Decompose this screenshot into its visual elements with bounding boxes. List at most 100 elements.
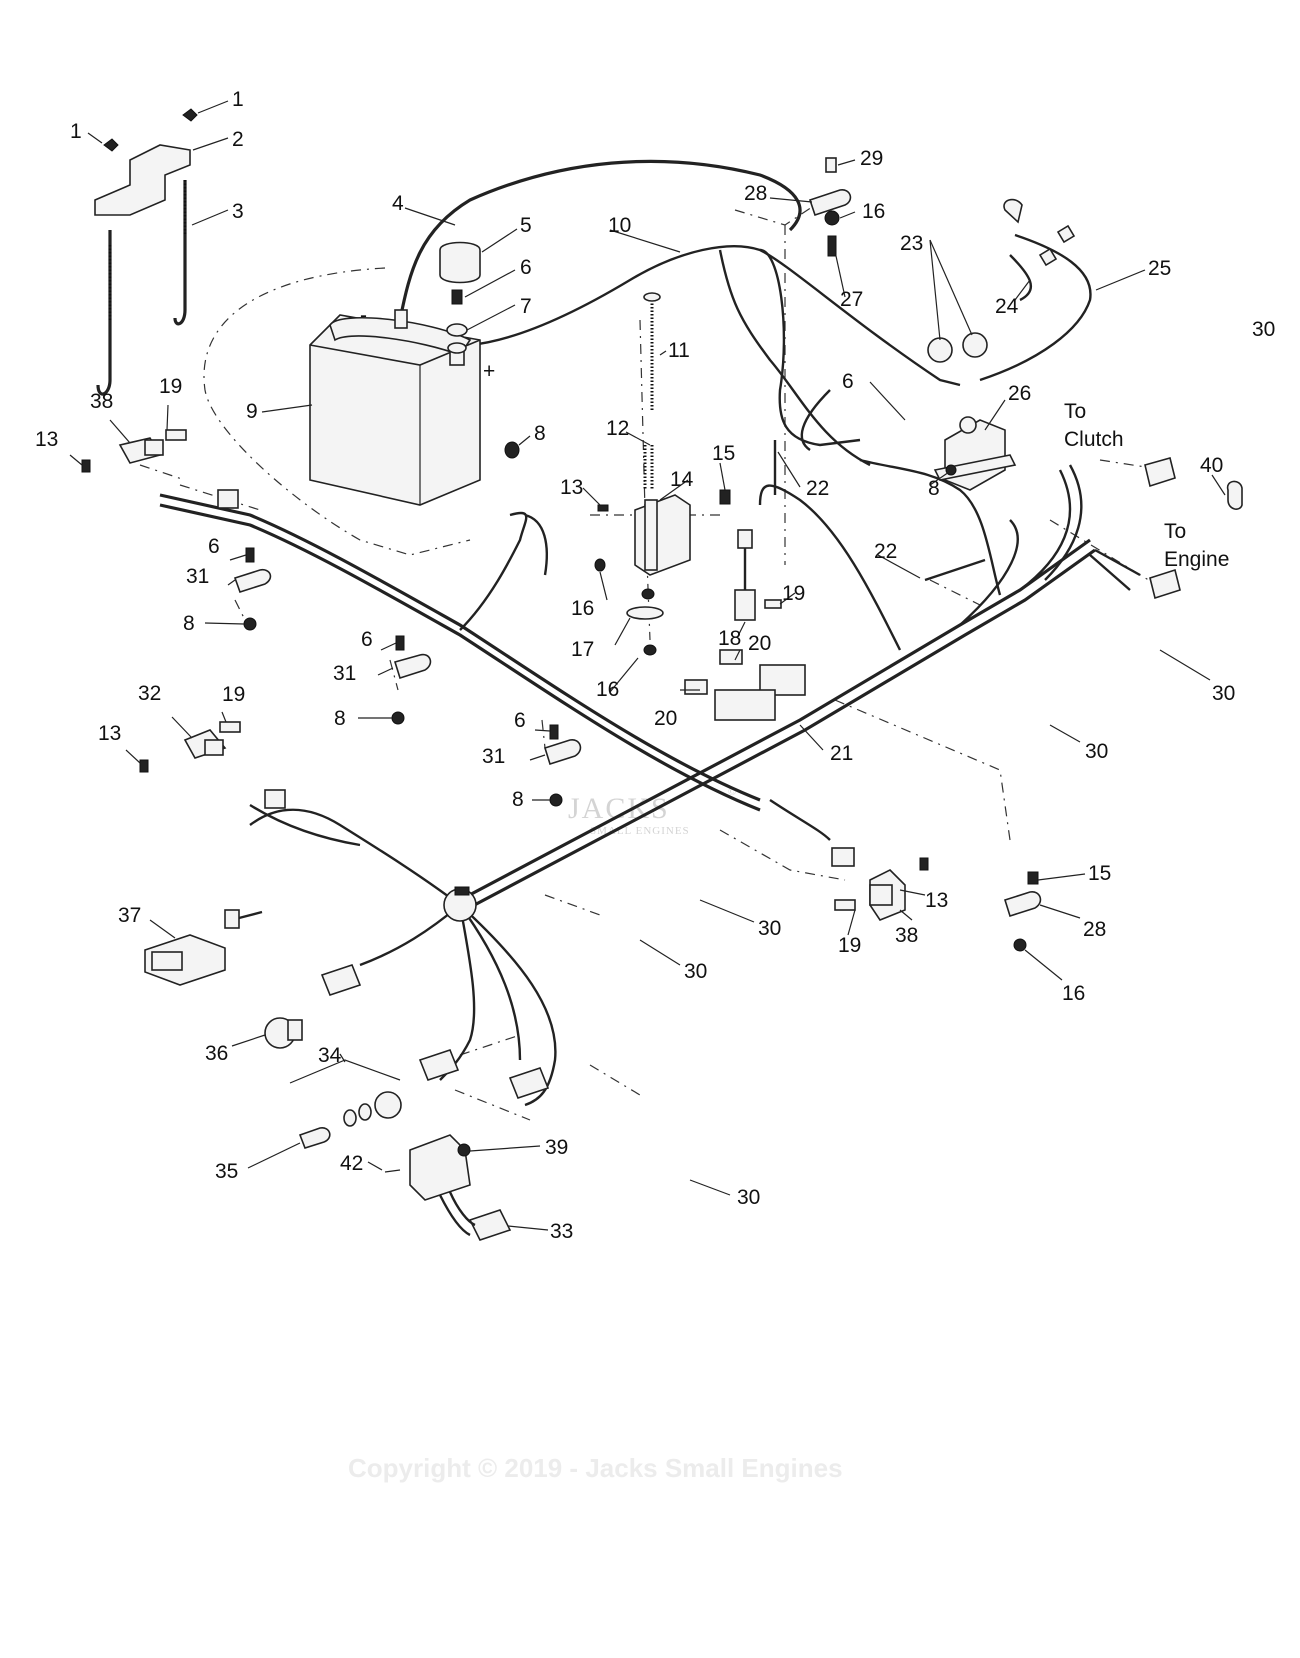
battery-positive-mark: +	[483, 360, 495, 383]
callout-36: 36	[205, 1042, 228, 1065]
callout-16: 16	[571, 597, 594, 620]
ignition-switch	[289, 1059, 402, 1149]
callout-20: 20	[748, 632, 771, 655]
callout-8: 8	[334, 707, 346, 730]
direction-labels: To Clutch To Engine	[1064, 400, 1229, 571]
callout-19: 19	[782, 582, 805, 605]
terminal-hardware	[439, 241, 520, 459]
callout-18: 18	[718, 627, 741, 650]
callout-9: 9	[246, 400, 258, 423]
callout-30: 30	[684, 960, 707, 983]
to-engine-label-line1: To	[1164, 520, 1186, 543]
callout-29: 29	[860, 147, 883, 170]
callout-6: 6	[361, 628, 373, 651]
callout-10: 10	[608, 214, 631, 237]
right-switch	[831, 847, 929, 921]
to-engine-label-line2: Engine	[1164, 548, 1229, 571]
callout-40: 40	[1200, 454, 1223, 477]
callout-11: 11	[668, 339, 690, 362]
callout-6: 6	[842, 370, 854, 393]
callout-2: 2	[232, 128, 244, 151]
footer-copyright: Copyright © 2019 - Jacks Small Engines	[348, 1453, 843, 1483]
harness-connectors	[320, 964, 550, 1099]
callout-19: 19	[222, 683, 245, 706]
callout-15: 15	[712, 442, 735, 465]
battery-negative-mark: -	[360, 304, 367, 327]
to-clutch-label-line2: Clutch	[1064, 428, 1124, 451]
callout-14: 14	[670, 468, 694, 491]
callout-6: 6	[208, 535, 220, 558]
callout-20: 20	[654, 707, 677, 730]
callout-13: 13	[925, 889, 948, 912]
callout-23: 23	[900, 232, 923, 255]
battery-hold-down-bracket	[94, 108, 198, 216]
engine-connectors	[1144, 457, 1243, 600]
callout-31: 31	[186, 565, 209, 588]
seat-switch-assembly	[594, 292, 731, 656]
callout-19: 19	[159, 375, 182, 398]
callout-30: 30	[758, 917, 781, 940]
seat-switch	[734, 529, 782, 621]
voltage-regulator	[384, 1134, 512, 1241]
callout-25: 25	[1148, 257, 1171, 280]
callout-16: 16	[1062, 982, 1085, 1005]
callout-17: 17	[571, 638, 594, 661]
cable-clamps	[233, 547, 1042, 952]
callout-21: 21	[830, 742, 853, 765]
callout-19: 19	[838, 934, 861, 957]
callout-32: 32	[138, 682, 161, 705]
callout-numbers: 1 1 2 3 4 5 6 7 9 8 10 11 12 13 14 15 16…	[35, 88, 1275, 1243]
callout-34: 34	[318, 1044, 342, 1067]
callout-22: 22	[806, 477, 829, 500]
terminal-boots	[927, 198, 1076, 363]
callout-30: 30	[1212, 682, 1235, 705]
callout-27: 27	[840, 288, 863, 311]
callout-15: 15	[1088, 862, 1111, 885]
callout-3: 3	[232, 200, 244, 223]
callout-24: 24	[995, 295, 1019, 318]
callout-39: 39	[545, 1136, 568, 1159]
callout-4: 4	[392, 192, 404, 215]
callout-38: 38	[895, 924, 918, 947]
callout-28: 28	[1083, 918, 1106, 941]
watermark-copyright-mark: ©	[728, 786, 737, 798]
left-switch-upper	[81, 429, 239, 509]
starter-solenoid	[933, 416, 1017, 491]
callout-5: 5	[520, 214, 532, 237]
callout-38: 38	[90, 390, 113, 413]
callout-13: 13	[35, 428, 58, 451]
callout-1: 1	[70, 120, 82, 143]
battery: - +	[309, 304, 495, 506]
callout-7: 7	[520, 295, 532, 318]
callout-1: 1	[232, 88, 244, 111]
watermark-tagline: SMALL ENGINES	[590, 825, 690, 837]
to-clutch-label-line1: To	[1064, 400, 1086, 423]
relay-plugs	[684, 649, 806, 721]
callout-8: 8	[512, 788, 524, 811]
callout-30: 30	[1252, 318, 1275, 341]
callout-37: 37	[118, 904, 141, 927]
indicator-light	[264, 1017, 303, 1049]
callout-33: 33	[550, 1220, 573, 1243]
callout-31: 31	[482, 745, 505, 768]
callout-8: 8	[183, 612, 195, 635]
callout-13: 13	[98, 722, 121, 745]
callout-6: 6	[520, 256, 532, 279]
left-switch-lower	[139, 721, 286, 809]
callout-16: 16	[596, 678, 619, 701]
callout-30: 30	[737, 1186, 760, 1209]
hour-meter	[144, 909, 263, 986]
j-bolt-rods	[96, 180, 187, 396]
leader-lines	[69, 100, 1226, 1231]
harness-tape	[454, 886, 470, 896]
callout-8: 8	[928, 477, 940, 500]
callout-26: 26	[1008, 382, 1031, 405]
callout-6: 6	[514, 709, 526, 732]
main-harness	[159, 249, 1141, 1107]
callout-16: 16	[862, 200, 885, 223]
callout-12: 12	[606, 417, 629, 440]
callout-30: 30	[1085, 740, 1108, 763]
callout-35: 35	[215, 1160, 238, 1183]
callout-31: 31	[333, 662, 356, 685]
